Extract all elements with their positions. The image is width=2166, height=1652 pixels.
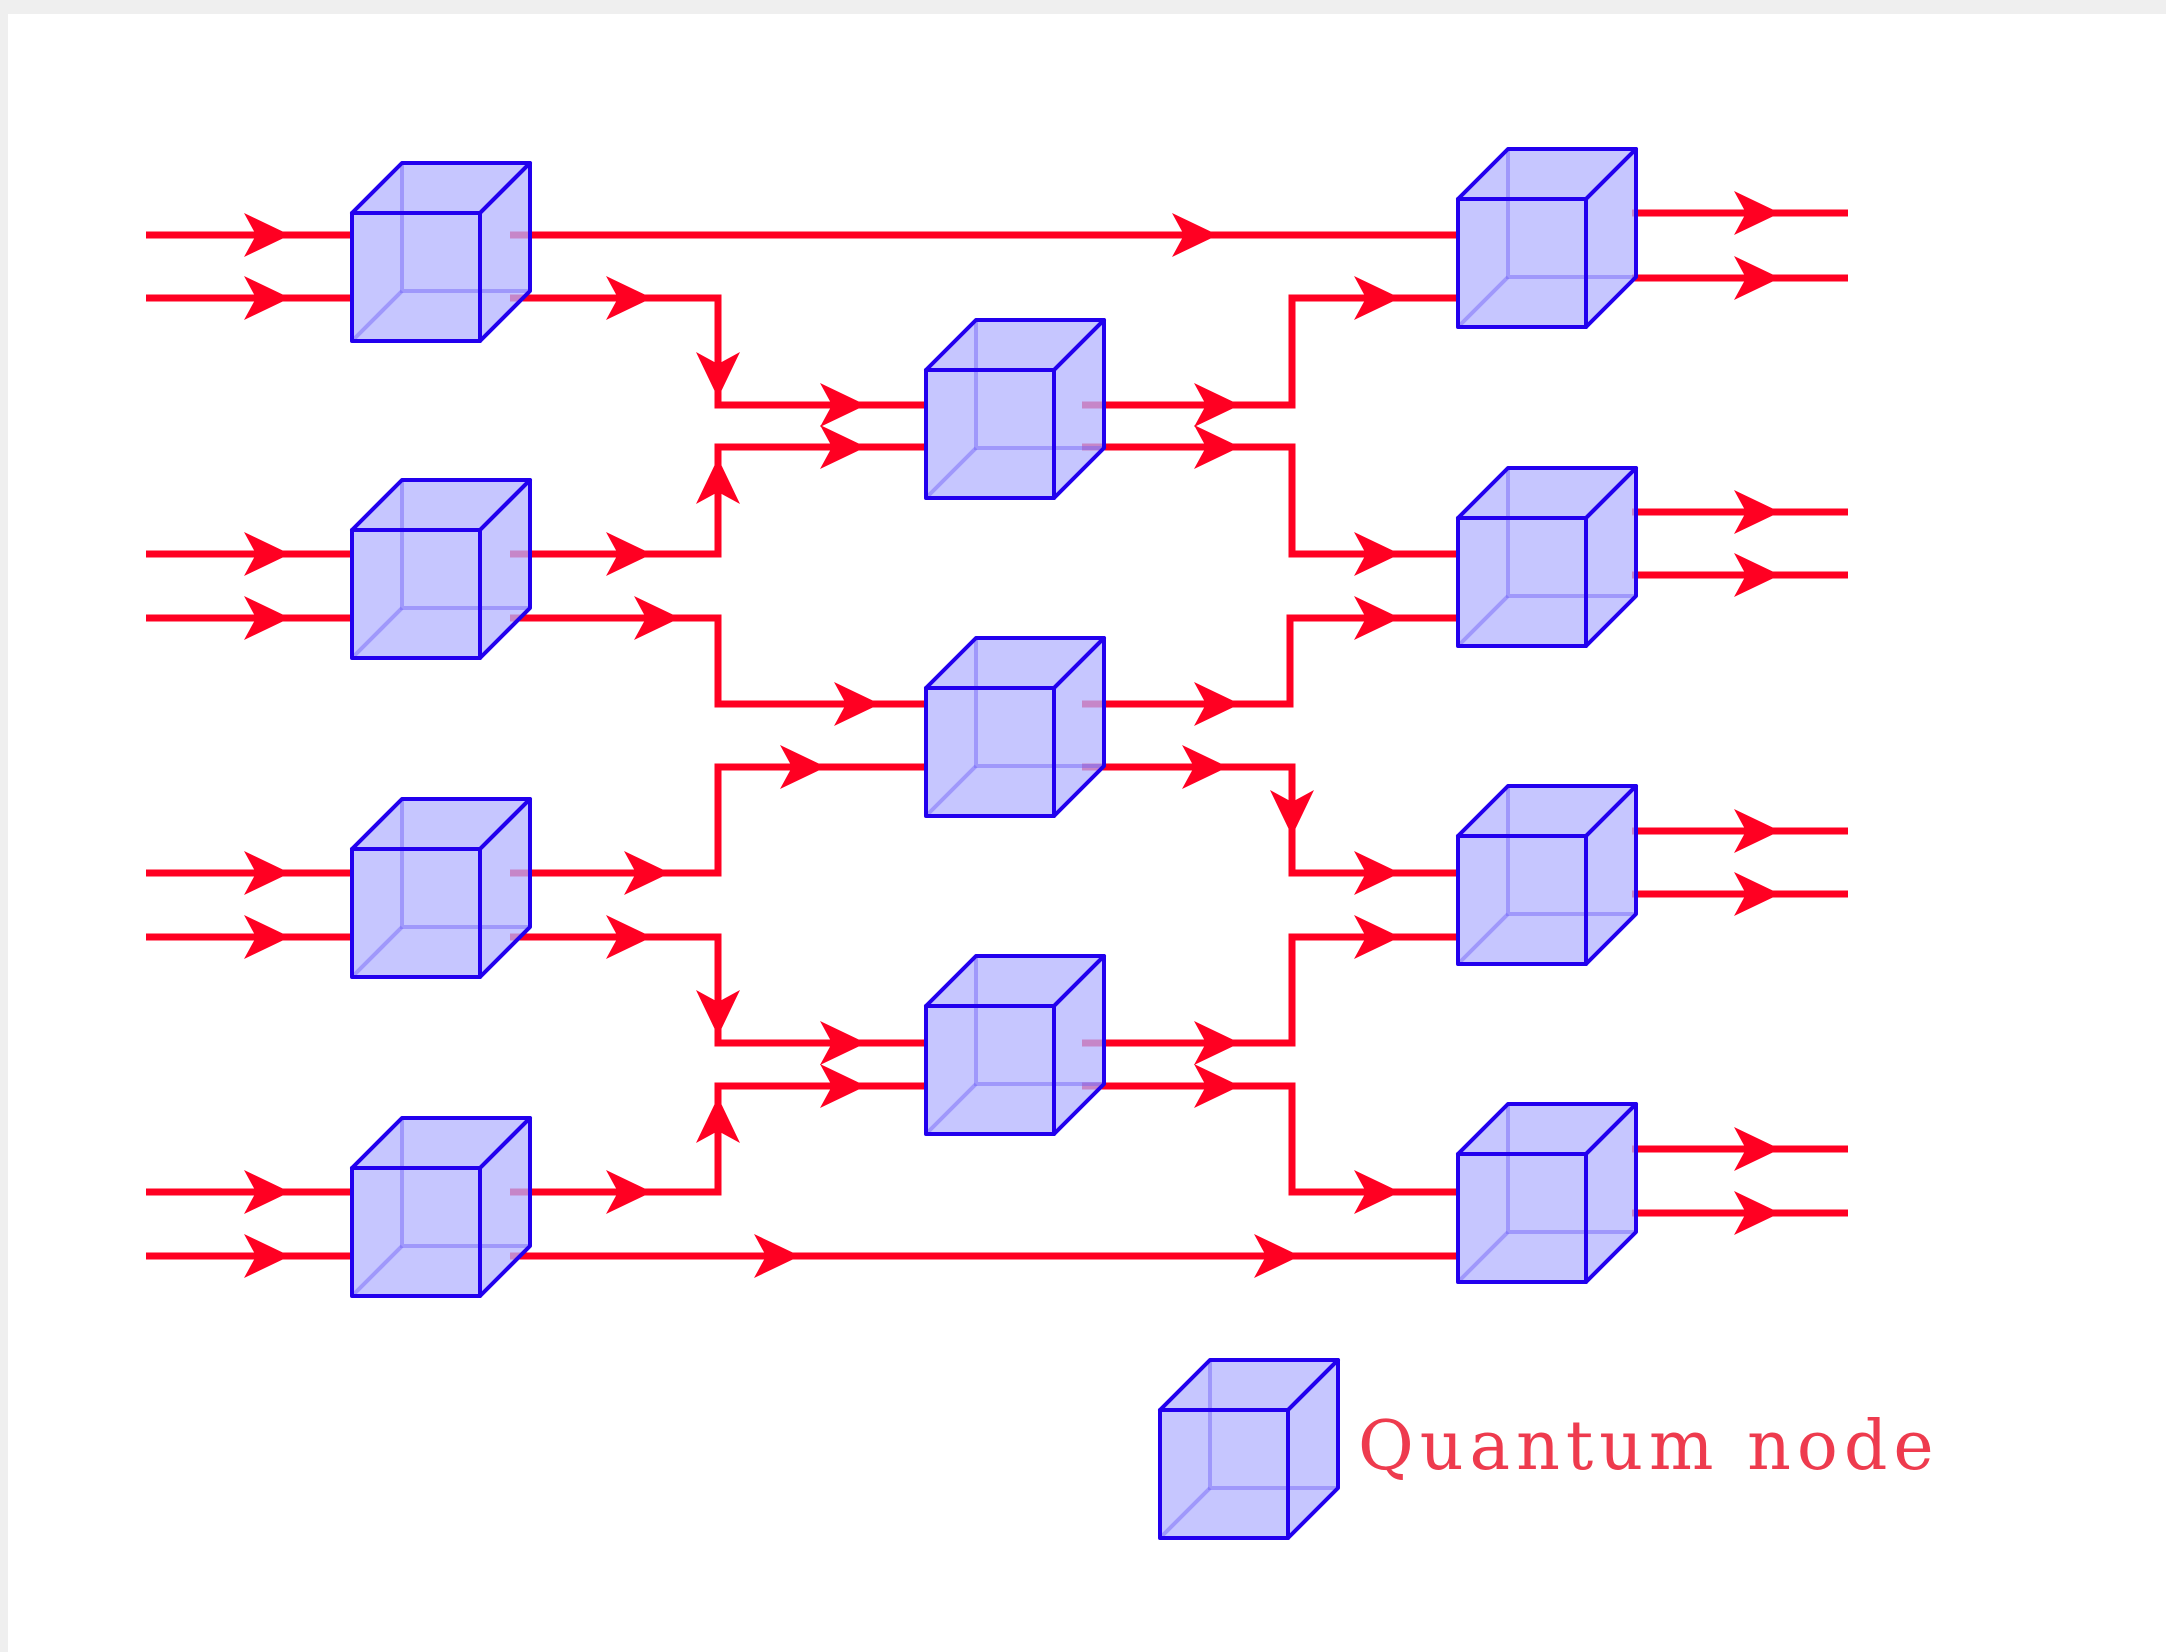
wire-l3-m3	[510, 915, 926, 1065]
wires-layer	[146, 191, 1848, 1278]
arrowhead	[606, 276, 652, 320]
input-wire-4	[146, 596, 352, 640]
arrowhead	[634, 596, 680, 640]
output-wire-6	[1632, 872, 1848, 916]
arrowhead	[1194, 383, 1240, 427]
input-wire-7	[146, 1170, 352, 1214]
arrowhead	[1734, 256, 1780, 300]
wire-m3-r4	[1082, 1064, 1458, 1214]
arrowhead	[820, 1064, 866, 1108]
arrowhead	[820, 1021, 866, 1065]
input-wire-6	[146, 915, 352, 959]
arrowhead	[820, 425, 866, 469]
wire-m2-r2	[1082, 596, 1458, 726]
quantum-node-11	[1456, 1102, 1638, 1284]
arrowhead	[1172, 213, 1218, 257]
arrowhead	[1734, 809, 1780, 853]
quantum-node-7	[924, 954, 1106, 1136]
arrowhead	[244, 1170, 290, 1214]
arrowhead	[696, 990, 740, 1036]
nodes-layer	[350, 147, 1638, 1298]
output-wire-7	[1632, 1127, 1848, 1171]
output-wire-1	[1632, 191, 1848, 235]
wire-m3-r3	[1082, 915, 1458, 1065]
arrowhead	[1734, 1191, 1780, 1235]
wire-m1-r1	[1082, 276, 1458, 427]
wire-l1-m1	[510, 276, 926, 427]
arrowhead	[1734, 1127, 1780, 1171]
quantum-node-8	[1456, 147, 1638, 329]
arrowhead	[606, 532, 652, 576]
arrowhead	[1354, 915, 1400, 959]
bypass-wire-bottom	[510, 1234, 1458, 1278]
wire-m1-r2	[1082, 425, 1458, 576]
wire-l2-m1	[510, 425, 926, 576]
input-wire-3	[146, 532, 352, 576]
wire-l3-m2	[510, 745, 926, 895]
cube-icon	[1158, 1358, 1340, 1540]
legend-label: Quantum node	[1358, 1407, 1940, 1486]
input-wire-5	[146, 851, 352, 895]
arrowhead	[1354, 276, 1400, 320]
diagram-canvas: Quantum node	[8, 14, 2166, 1652]
arrowhead	[1354, 1170, 1400, 1214]
input-wire-1	[146, 213, 352, 257]
output-wire-2	[1632, 256, 1848, 300]
arrowhead	[624, 851, 670, 895]
legend-layer	[1158, 1358, 1340, 1540]
arrowhead	[1254, 1234, 1300, 1278]
arrowhead	[606, 915, 652, 959]
arrowhead	[780, 745, 826, 789]
arrowhead	[1194, 1021, 1240, 1065]
arrowhead	[244, 596, 290, 640]
quantum-node-3	[350, 797, 532, 979]
arrowhead	[244, 851, 290, 895]
arrowhead	[244, 532, 290, 576]
arrowhead	[1270, 790, 1314, 836]
quantum-node-2	[350, 478, 532, 660]
arrowhead	[606, 1170, 652, 1214]
arrowhead	[754, 1234, 800, 1278]
quantum-node-10	[1456, 784, 1638, 966]
arrowhead	[244, 276, 290, 320]
arrowhead	[1194, 425, 1240, 469]
input-wire-2	[146, 276, 352, 320]
arrowhead	[1354, 532, 1400, 576]
arrowhead	[820, 383, 866, 427]
arrowhead	[244, 915, 290, 959]
wire-l4-m3	[510, 1064, 926, 1214]
arrowhead	[696, 1097, 740, 1143]
output-wire-5	[1632, 809, 1848, 853]
output-wire-8	[1632, 1191, 1848, 1235]
quantum-node-9	[1456, 466, 1638, 648]
output-wire-3	[1632, 490, 1848, 534]
bypass-wire-top	[510, 213, 1458, 257]
arrowhead	[696, 458, 740, 504]
arrowhead	[1734, 490, 1780, 534]
wire-l2-m2	[510, 596, 926, 726]
arrowhead	[1354, 851, 1400, 895]
wire-m2-r3	[1082, 745, 1458, 895]
quantum-network-diagram	[146, 147, 1848, 1540]
quantum-node-5	[924, 318, 1106, 500]
arrowhead	[1354, 596, 1400, 640]
quantum-node-4	[350, 1116, 532, 1298]
arrowhead	[244, 1234, 290, 1278]
arrowhead	[244, 213, 290, 257]
arrowhead	[1734, 553, 1780, 597]
arrowhead	[1194, 682, 1240, 726]
arrowhead	[1734, 191, 1780, 235]
arrowhead	[696, 352, 740, 398]
arrowhead	[834, 682, 880, 726]
arrowhead	[1182, 745, 1228, 789]
quantum-node-6	[924, 636, 1106, 818]
quantum-node-1	[350, 161, 532, 343]
output-wire-4	[1632, 553, 1848, 597]
arrowhead	[1194, 1064, 1240, 1108]
arrowhead	[1734, 872, 1780, 916]
input-wire-8	[146, 1234, 352, 1278]
